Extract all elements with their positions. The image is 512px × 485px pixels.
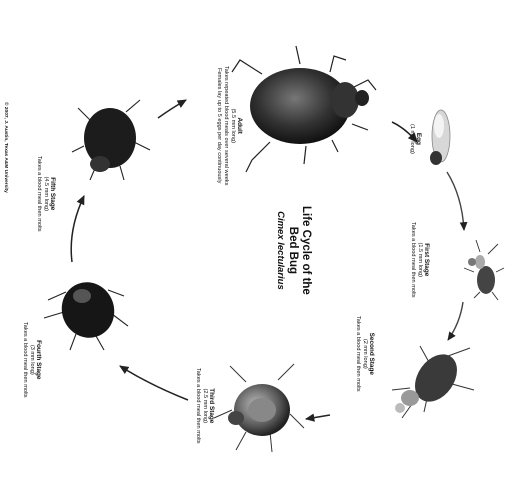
egg-image xyxy=(430,110,450,165)
third-stage-bug-image xyxy=(214,364,304,452)
fourth-stage-desc: Takes a blood meal then molts xyxy=(21,322,28,398)
adult-desc: Takes repeated blood meals over several … xyxy=(222,66,229,185)
second-stage-name: Second Stage xyxy=(368,316,375,392)
adult-label: Adult (5.5 mm long) Takes repeated blood… xyxy=(215,66,243,185)
arrow-fourth-to-fifth xyxy=(71,196,84,262)
title-latin: Cimex lectularius xyxy=(275,206,286,295)
egg-size: (1 mm long) xyxy=(408,124,415,154)
first-stage-name: First Stage xyxy=(423,222,430,298)
third-stage-size: (2.5 mm long) xyxy=(201,368,208,444)
adult-desc2: Females lay up to 5 eggs per day continu… xyxy=(215,66,222,185)
arrow-first-to-second xyxy=(448,302,463,340)
fifth-stage-desc: Takes a blood meal then molts xyxy=(35,156,42,232)
title-line1: Life Cycle of the xyxy=(299,206,312,295)
third-stage-desc: Takes a blood meal then molts xyxy=(194,368,201,444)
egg-name: Egg xyxy=(415,124,422,154)
fifth-stage-bug-image xyxy=(72,100,150,180)
adult-bug-image xyxy=(232,46,376,172)
second-stage-bug-image xyxy=(392,346,474,418)
title-line2: Bed Bug xyxy=(286,206,299,295)
adult-size: (5.5 mm long) xyxy=(229,66,236,185)
second-stage-desc: Takes a blood meal then molts xyxy=(354,316,361,392)
fifth-stage-size: (4.5 mm long) xyxy=(42,156,49,232)
second-stage-label: Second Stage (2 mm long) Takes a blood m… xyxy=(354,316,375,392)
arrow-fifth-to-adult xyxy=(158,100,186,118)
arrow-third-to-fourth xyxy=(120,366,188,400)
adult-name: Adult xyxy=(236,66,243,185)
fourth-stage-bug-image xyxy=(44,275,128,350)
first-stage-label: First Stage (1.5 mm long) Takes a blood … xyxy=(409,222,430,298)
fourth-stage-name: Fourth Stage xyxy=(35,322,42,398)
fifth-stage-label: Fifth Stage (4.5 mm long) Takes a blood … xyxy=(35,156,56,232)
fourth-stage-label: Fourth Stage (3 mm long) Takes a blood m… xyxy=(21,322,42,398)
third-stage-name: Third Stage xyxy=(208,368,215,444)
arrow-egg-to-first xyxy=(447,172,464,230)
first-stage-size: (1.5 mm long) xyxy=(416,222,423,298)
arrow-second-to-third xyxy=(306,415,330,419)
egg-label: Egg (1 mm long) xyxy=(408,124,422,154)
second-stage-size: (2 mm long) xyxy=(361,316,368,392)
diagram-title: Life Cycle of the Bed Bug Cimex lectular… xyxy=(275,206,312,295)
copyright-credit: © 2007, J. Austin, Texas A&M University xyxy=(3,102,8,193)
first-stage-desc: Takes a blood meal then molts xyxy=(409,222,416,298)
fifth-stage-name: Fifth Stage xyxy=(49,156,56,232)
third-stage-label: Third Stage (2.5 mm long) Takes a blood … xyxy=(194,368,215,444)
fourth-stage-size: (3 mm long) xyxy=(28,322,35,398)
first-stage-bug-image xyxy=(464,240,504,300)
